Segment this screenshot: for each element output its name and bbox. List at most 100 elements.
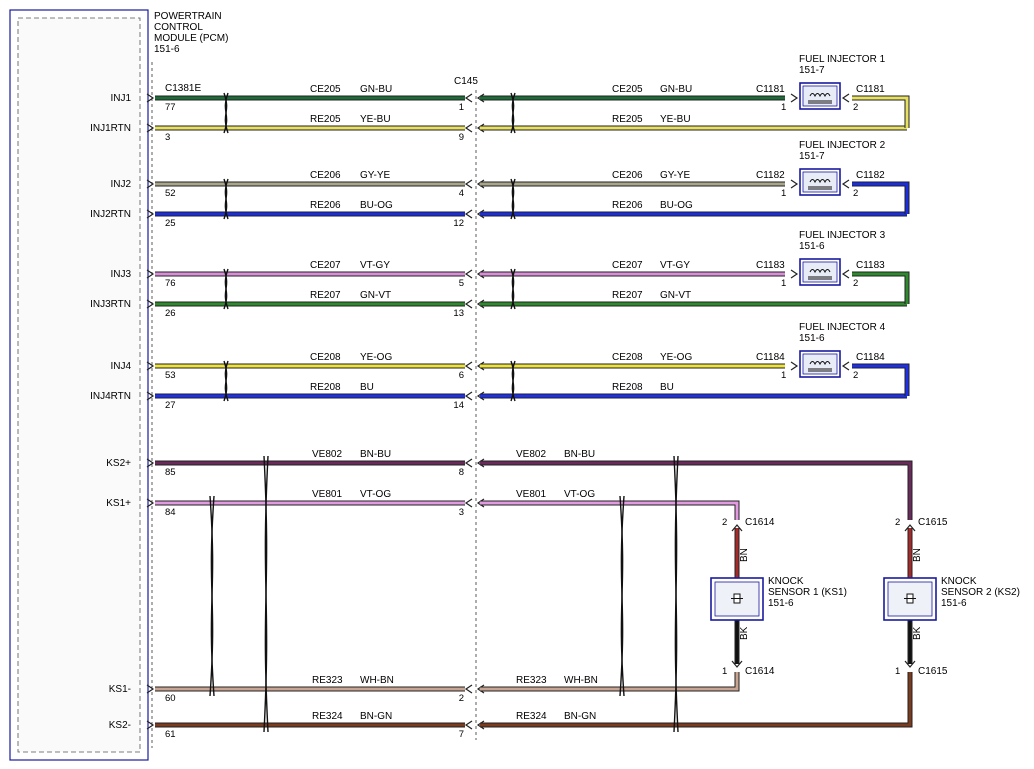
pcm-pin-number: 53 — [165, 370, 176, 381]
pin-label: INJ1 — [110, 93, 131, 104]
c145-pin-arrow-right — [476, 458, 485, 468]
circuit-id-left: RE323 — [312, 675, 343, 686]
pcm-title-line-1: POWERTRAIN — [154, 11, 222, 22]
c145-pin-number: 3 — [459, 507, 464, 518]
pcm-pin-arrow — [146, 123, 155, 133]
sensor-bottom-arrow — [904, 660, 916, 668]
injector-name: FUEL INJECTOR 2 — [799, 140, 886, 151]
c145-pin-arrow — [464, 361, 473, 371]
pcm-pin-arrow — [146, 93, 155, 103]
injector-pin2: 2 — [853, 370, 858, 381]
pin-label: INJ2RTN — [90, 209, 131, 220]
c145-pin-number: 12 — [453, 218, 464, 229]
sensor-name-line-3: 151-6 — [768, 598, 794, 609]
sensor-top-pin: 2 — [895, 517, 900, 528]
sensor-top-wire-color: BN — [912, 548, 923, 562]
twisted-pair-inj2-strand-b — [223, 178, 229, 220]
injector-pin1: 1 — [781, 102, 786, 113]
twisted-pair-inj2 — [223, 178, 229, 220]
c145-pin-number: 7 — [459, 729, 464, 740]
circuit-id-right: RE205 — [612, 114, 643, 125]
twisted-pair-ks2-right-strand-b — [673, 455, 679, 733]
twisted-pair-inj4 — [223, 360, 229, 402]
injector-right-connector: C1181 — [856, 84, 885, 95]
circuit-id-left: RE205 — [310, 114, 341, 125]
twisted-pair-ks1-left-strand-b — [209, 495, 215, 697]
c145-pin-arrow — [464, 720, 473, 730]
c145-pin-arrow-right — [476, 720, 485, 730]
pcm-pin-arrow — [146, 720, 155, 730]
twisted-pair-inj2-right — [510, 178, 516, 220]
c145-pin-number: 14 — [453, 400, 464, 411]
pin-label: INJ3RTN — [90, 299, 131, 310]
wire-color-right: VT-OG — [564, 489, 595, 500]
circuit-id-left: RE207 — [310, 290, 341, 301]
circuit-id-right: CE205 — [612, 84, 643, 95]
pcm-pin-number: 76 — [165, 278, 176, 289]
injector-name: FUEL INJECTOR 4 — [799, 322, 886, 333]
sensor-top-connector: C1614 — [745, 517, 775, 528]
pcm-pin-arrow — [146, 361, 155, 371]
circuit-id-left: RE208 — [310, 382, 341, 393]
sensor-bottom-wire-color: BK — [912, 626, 923, 640]
injector-left-connector: C1184 — [756, 352, 785, 363]
wire-color-left: VT-GY — [360, 260, 390, 271]
c145-pin-arrow-right — [476, 299, 485, 309]
twisted-pair-inj2-right-strand-b — [510, 178, 516, 220]
c145-pin-arrow-right — [476, 391, 485, 401]
circuit-id-right: CE206 — [612, 170, 643, 181]
pin-label: KS1- — [109, 684, 131, 695]
injector-ref: 151-7 — [799, 65, 825, 76]
inline-connector-c145: C145 — [454, 76, 478, 740]
c145-pin-arrow — [464, 123, 473, 133]
wire-color-right: GN-BU — [660, 84, 692, 95]
c145-pin-number: 2 — [459, 693, 464, 704]
pcm-pin-arrow — [146, 458, 155, 468]
injector-pin2-arrow — [841, 269, 850, 279]
wire-color-right: YE-BU — [660, 114, 691, 125]
sensor-name-line-1: KNOCK — [941, 576, 977, 587]
c145-pin-number: 6 — [459, 370, 464, 381]
injector-pin2: 2 — [853, 278, 858, 289]
c145-pin-arrow-right — [476, 93, 485, 103]
circuit-id-left: RE206 — [310, 200, 341, 211]
injector-pin1: 1 — [781, 370, 786, 381]
pin-label: INJ4 — [110, 361, 131, 372]
injector-pin1-arrow — [790, 361, 799, 371]
pcm-title-line-3: MODULE (PCM) — [154, 33, 228, 44]
pcm-module-outline — [9, 9, 149, 761]
c145-pin-arrow-right — [476, 361, 485, 371]
circuit-id-right: RE208 — [612, 382, 643, 393]
c145-pin-arrow — [464, 391, 473, 401]
circuit-id-right: RE207 — [612, 290, 643, 301]
c145-pin-arrow-right — [476, 684, 485, 694]
sensor-bottom-connector: C1615 — [918, 666, 948, 677]
injector-return-loop — [852, 96, 909, 128]
wire-color-left: GN-VT — [360, 290, 391, 301]
twisted-pair-ks1-right — [619, 495, 625, 697]
injector-return-loop-outline — [852, 95, 910, 128]
injector-name: FUEL INJECTOR 3 — [799, 230, 886, 241]
wire-color-left: BN-GN — [360, 711, 392, 722]
wire-color-right: GN-VT — [660, 290, 691, 301]
c145-pin-arrow — [464, 269, 473, 279]
injector-pin2: 2 — [853, 102, 858, 113]
injector-pin1-arrow — [790, 93, 799, 103]
twisted-pair-inj3-strand-b — [223, 268, 229, 310]
c145-pin-arrow-right — [476, 498, 485, 508]
sensor-name-line-3: 151-6 — [941, 598, 967, 609]
sensor-name-line-2: SENSOR 2 (KS2) — [941, 587, 1020, 598]
pcm-pin-arrow — [146, 209, 155, 219]
pcm-pin-number: 85 — [165, 467, 176, 478]
injector-pin1: 1 — [781, 278, 786, 289]
twisted-pair-ks2-left-strand-b — [263, 455, 269, 733]
injector-left-connector: C1182 — [756, 170, 785, 181]
c145-pin-arrow — [464, 209, 473, 219]
pcm-pin-arrow — [146, 179, 155, 189]
